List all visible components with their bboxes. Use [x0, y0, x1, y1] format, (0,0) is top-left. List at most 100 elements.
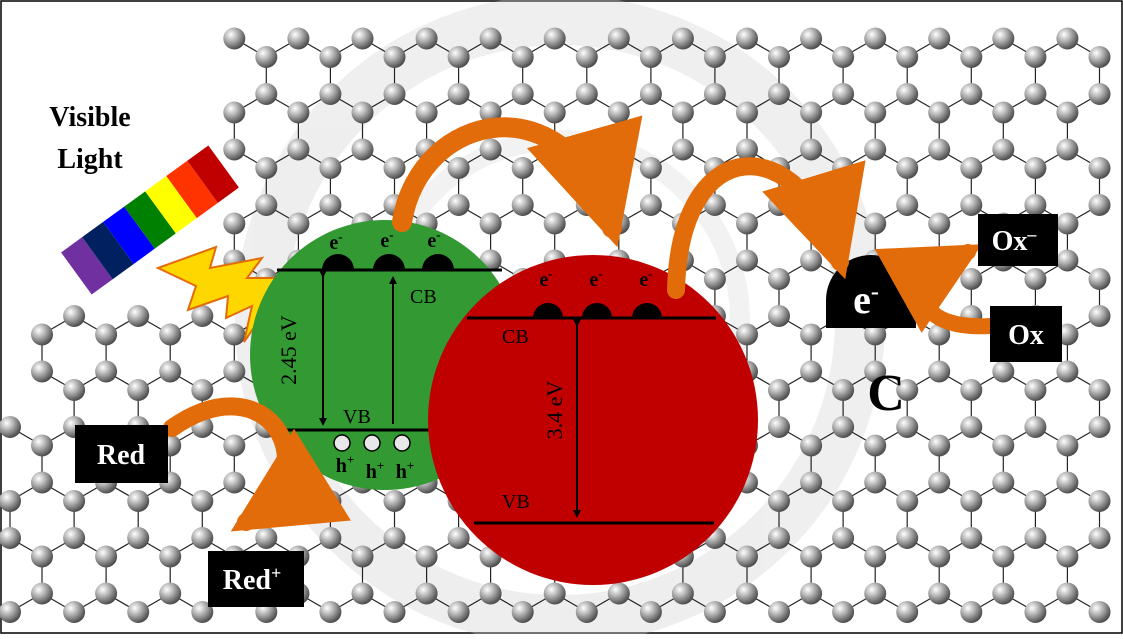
electron-icon [632, 303, 662, 318]
red-cb-label: CB [502, 326, 529, 348]
red-vb-label: VB [502, 491, 530, 513]
carbon-atom-icon [864, 360, 887, 383]
carbon-atom-icon [95, 360, 118, 383]
spectrum-band [166, 160, 218, 219]
carbon-atom-icon [1056, 545, 1079, 568]
carbon-atom-icon [1024, 490, 1047, 512]
electron-transfer-arrows [163, 115, 998, 532]
carbon-atom-icon [960, 601, 983, 623]
carbon-atom-icon [768, 490, 790, 512]
carbon-atom-icon [1056, 471, 1079, 494]
carbon-atom-icon [639, 157, 662, 179]
carbon-atom-icon [1024, 46, 1047, 68]
carbon-atom-icon [415, 101, 438, 124]
carbon-atom-icon [832, 46, 855, 68]
carbon-atom-icon [31, 471, 53, 494]
carbon-atom-icon [928, 545, 951, 568]
ox-minus-box [978, 214, 1058, 266]
carbon-atom-icon [992, 545, 1015, 568]
carbon-atom-icon [1056, 27, 1079, 50]
carbon-atom-icon [1024, 83, 1047, 105]
carbon-atom-icon [479, 27, 502, 50]
carbon-atom-icon [159, 323, 182, 346]
spectrum-band [61, 237, 113, 295]
carbon-atom-icon [319, 46, 342, 68]
carbon-atom-icon [800, 323, 823, 346]
carbon-atom-icon [287, 212, 310, 235]
carbon-atom-icon [63, 601, 86, 623]
green-vb-label: VB [343, 406, 371, 428]
carbon-atom-icon [447, 83, 470, 105]
carbon-atom-icon [543, 212, 566, 235]
red-electron-label: e- [639, 266, 652, 291]
carbon-atom-icon [1024, 268, 1047, 290]
carbon-atom-icon [63, 305, 86, 327]
carbon-atom-icon [1024, 157, 1047, 179]
red-to-carbon-arrow [667, 157, 866, 299]
carbon-atom-icon [1024, 194, 1047, 216]
carbon-atom-icon [415, 27, 438, 50]
carbon-atom-icon [127, 490, 150, 512]
carbon-atom-icon [1088, 379, 1111, 401]
carbon-atom-icon [607, 101, 630, 124]
carbon-atom-icon [1088, 601, 1111, 623]
hole-icon [333, 434, 351, 452]
carbon-atom-icon [671, 27, 694, 50]
carbon-atom-icon [864, 471, 887, 494]
carbon-atom-icon [223, 27, 246, 50]
carbon-atom-icon [928, 27, 951, 50]
carbon-atom-icon [607, 138, 630, 161]
carbon-atom-icon [95, 545, 118, 568]
red-box [75, 425, 168, 483]
carbon-atom-icon [159, 582, 182, 605]
carbon-atom-icon [0, 416, 21, 438]
carbon-atom-icon [768, 527, 790, 549]
carbon-atom-icon [383, 157, 406, 179]
carbon-atom-icon [896, 527, 919, 549]
carbon-atom-icon [703, 83, 726, 105]
carbon-atom-icon [768, 46, 790, 68]
carbon-atom-icon [319, 490, 342, 512]
red-semiconductor: 3.4 eV CB VB e- e- e- [428, 255, 758, 585]
carbon-atom-icon [992, 360, 1015, 383]
carbon-atom-icon [415, 582, 438, 605]
carbon-atom-icon [896, 490, 919, 512]
carbon-atom-icon [928, 212, 951, 235]
carbon-atom-icon [992, 138, 1015, 161]
green-electron-label: e- [427, 227, 440, 252]
carbon-atom-icon [287, 27, 310, 50]
carbon-atom-icon [223, 360, 246, 383]
carbon-atom-icon [768, 194, 790, 216]
carbon-atom-icon [479, 138, 502, 161]
hole-icon [363, 434, 381, 452]
carbon-atom-icon [511, 194, 534, 216]
carbon-atom-icon [960, 527, 983, 549]
carbon-atom-icon [832, 416, 855, 438]
carbon-atom-icon [287, 138, 310, 161]
red-particle [428, 255, 758, 585]
carbon-atom-icon [864, 101, 887, 124]
carbon-atom-icon [639, 194, 662, 216]
carbon-atom-icon [768, 601, 790, 623]
carbon-atom-icon [543, 101, 566, 124]
carbon-atom-icon [351, 582, 374, 605]
carbon-atom-icon [1056, 582, 1079, 605]
carbon-atom-icon [703, 268, 726, 290]
carbon-atom-icon [800, 27, 823, 50]
carbon-atom-icon [1088, 527, 1111, 549]
carbon-atom-icon [703, 194, 726, 216]
electron-icon [582, 303, 612, 318]
carbon-atom-icon [479, 212, 502, 235]
green-electron-label: e- [329, 229, 342, 254]
carbon-atom-icon [1024, 601, 1047, 623]
carbon-atom-icon [1088, 305, 1111, 327]
carbon-atom-icon [864, 434, 887, 457]
carbon-atom-icon [703, 46, 726, 68]
carbon-atom-icon [736, 545, 758, 568]
carbon-atom-icon [671, 582, 694, 605]
carbon-atom-icon [960, 46, 983, 68]
carbon-atom-icon [511, 157, 534, 179]
light-spectrum-icon [61, 145, 239, 295]
carbon-atom-icon [159, 360, 182, 383]
